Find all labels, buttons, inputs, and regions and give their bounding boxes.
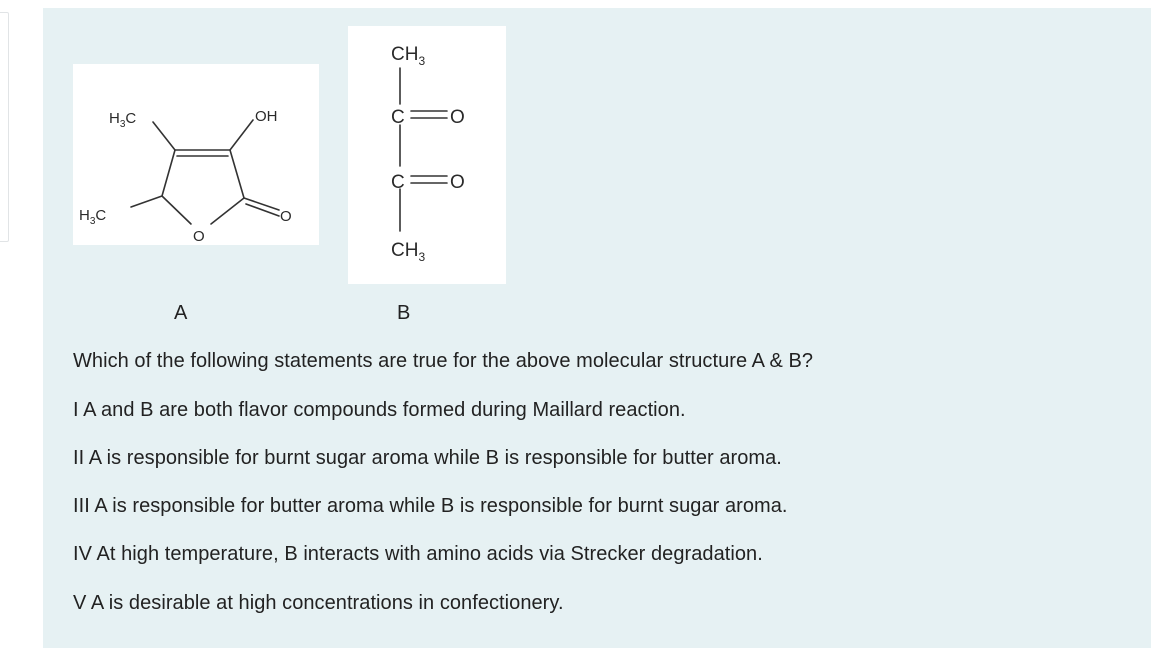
statement-iv: IV At high temperature, B interacts with… xyxy=(73,543,763,565)
structure-a-image: H3C OH H3C O O xyxy=(73,64,319,245)
left-panel-edge xyxy=(0,12,9,242)
label-o2: O xyxy=(450,172,465,193)
caption-b: B xyxy=(397,302,411,324)
structure-b-image: CH3 C O C O CH3 xyxy=(348,26,506,284)
label-carbonyl-oxygen: O xyxy=(280,208,292,225)
label-oh: OH xyxy=(255,108,278,125)
question-text: Which of the following statements are tr… xyxy=(73,350,814,372)
label-h3c-left: H3C xyxy=(79,207,106,227)
question-panel: H3C OH H3C O O CH3 C O C O CH3 xyxy=(43,8,1151,648)
statement-v: V A is desirable at high concentrations … xyxy=(73,592,564,614)
label-ring-oxygen: O xyxy=(193,228,205,245)
label-c2: C xyxy=(391,172,405,193)
label-ch3-top: CH3 xyxy=(391,44,425,68)
structure-b-drawing: CH3 C O C O CH3 xyxy=(391,44,465,264)
statement-iii: III A is responsible for butter aroma wh… xyxy=(73,495,788,517)
statement-i: I A and B are both flavor compounds form… xyxy=(73,399,686,421)
caption-a: A xyxy=(174,302,188,324)
structure-a-drawing: H3C OH H3C O O xyxy=(79,108,292,245)
label-o1: O xyxy=(450,107,465,128)
label-h3c-top: H3C xyxy=(109,110,136,130)
label-c1: C xyxy=(391,107,405,128)
label-ch3-bottom: CH3 xyxy=(391,240,425,264)
statement-ii: II A is responsible for burnt sugar arom… xyxy=(73,447,782,469)
